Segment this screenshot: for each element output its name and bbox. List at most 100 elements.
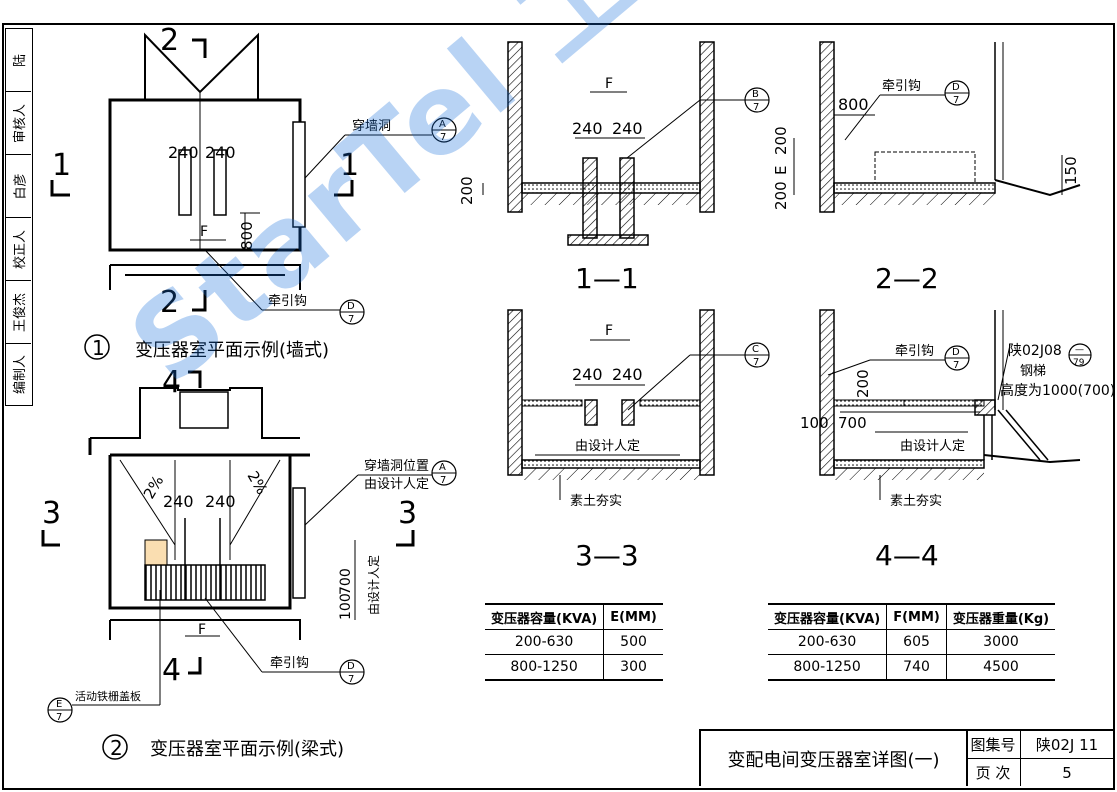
ref-bubble-plan1-hook: D 7 (339, 299, 365, 325)
plan1-title: 变压器室平面示例(墙式) (135, 340, 329, 361)
sec33-dim-f: F (605, 323, 613, 339)
plan1-section-1-left: 1 (52, 148, 71, 183)
drawing-title: 变配电间变压器室详图(一) (701, 731, 968, 786)
svg-text:7: 7 (953, 360, 959, 371)
plan2-section-4-top: 4 (162, 365, 181, 400)
plan2-label-grate: 活动铁栅盖板 (75, 689, 141, 703)
plan2-section-3-left: 3 (42, 496, 61, 531)
side-cell-checker-name: 王俊杰 (6, 281, 31, 344)
sec11-dim-240b: 240 (612, 119, 643, 138)
side-cell-reviewer: 审核人 (6, 92, 31, 155)
table-f-capacity: 变压器容量(KVA) F(MM) 变压器重量(Kg) 200-630 605 3… (768, 603, 1056, 681)
plan2-label-hole-2: 由设计人定 (364, 477, 429, 492)
plan2-slope-right: 2% (244, 468, 271, 498)
side-cell-checker: 校正人 (6, 218, 31, 281)
table-e-header: E(MM) (603, 603, 663, 630)
ref-bubble-plan2-hole: A 7 (431, 460, 457, 486)
svg-text:7: 7 (753, 357, 759, 368)
plan2-title: 变压器室平面示例(梁式) (150, 739, 344, 760)
section-1-1 (482, 41, 745, 246)
plan2-number: 2 (110, 736, 123, 760)
page-value: 5 (1062, 763, 1072, 782)
side-cell-editor: 编制人 (13, 354, 29, 394)
plan2-dim-f: F (198, 622, 206, 638)
sec11-dim-200: 200 (458, 176, 476, 205)
table-f-header: F(MM) (886, 603, 947, 630)
svg-text:A: A (439, 119, 446, 130)
side-cell-author: 陆 (6, 29, 31, 92)
title-block: 变配电间变压器室详图(一) 图集号 陕02J 11 页 次 5 (699, 729, 1113, 786)
sec22-dim-800: 800 (838, 95, 869, 114)
plan2-dim-design: 由设计人定 (366, 555, 381, 615)
plan2-label-hole-1: 穿墙洞位置 (364, 458, 429, 474)
section-3-3 (507, 309, 745, 500)
sec44-dim-design: 由设计人定 (900, 439, 965, 454)
ref-bubble-sec44: D 7 (944, 345, 970, 371)
plan1-section-1-right: 1 (340, 148, 359, 183)
table-f-cell: 3000 (945, 629, 1056, 655)
svg-text:7: 7 (753, 102, 759, 113)
sec33-dim-240b: 240 (612, 365, 643, 384)
ref-bubble-plan2-grate: E 7 (47, 697, 73, 723)
atlas-value: 陕02J 11 (1021, 731, 1113, 759)
table-f-cell: 800-1250 (768, 654, 888, 681)
plan-1-wall-type (50, 32, 432, 360)
sec22-dim-200-top: 200 (772, 126, 790, 155)
ref-bubble-sec33: C 7 (744, 342, 770, 368)
sec22-title: 2—2 (875, 262, 939, 295)
svg-text:E: E (56, 699, 62, 710)
plan2-dim-240b: 240 (205, 492, 236, 511)
table-f-cell: 605 (886, 629, 947, 655)
sec33-dim-240a: 240 (572, 365, 603, 384)
svg-text:7: 7 (440, 475, 446, 486)
plan1-section-2-top: 2 (160, 23, 179, 58)
svg-text:A: A (439, 462, 446, 473)
table-f-cell: 4500 (945, 654, 1056, 681)
svg-text:7: 7 (440, 132, 446, 143)
sec22-dim-200-bottom: 200 (772, 181, 790, 210)
sec33-title: 3—3 (575, 539, 639, 572)
ref-bubble-ladder: — 79 (1068, 343, 1092, 368)
plan1-dim-240a: 240 (168, 143, 199, 162)
sec44-dim-200: 200 (854, 369, 872, 398)
svg-text:7: 7 (348, 314, 354, 325)
sheet-frame (2, 23, 1115, 790)
sec22-dim-e: E (772, 166, 790, 175)
table-e-cell: 300 (603, 654, 663, 681)
table-f-header: 变压器容量(KVA) (768, 603, 888, 630)
plan1-section-2-bottom: 2 (160, 285, 179, 320)
section-2-2 (793, 41, 1081, 213)
sec11-dim-240a: 240 (572, 119, 603, 138)
plan1-label-hook: 牵引钩 (268, 294, 307, 309)
svg-text:7: 7 (56, 712, 62, 723)
table-f-header: 变压器重量(Kg) (945, 603, 1056, 630)
plan-2-beam-type (41, 370, 432, 760)
sec44-ladder-height: 高度为1000(700) (1000, 382, 1115, 399)
svg-text:79: 79 (1073, 358, 1085, 368)
plan2-dim-100: 100 (338, 593, 354, 620)
svg-text:—: — (1075, 345, 1084, 355)
side-cell-reviewer-name: 白彦 (6, 155, 31, 218)
sec11-title: 1—1 (575, 262, 639, 295)
ref-bubble-plan1-hole: A 7 (431, 117, 457, 143)
plan1-dim-f: F (200, 224, 208, 240)
plan2-dim-240a: 240 (163, 492, 194, 511)
side-signature-strip: 陆 审核人 白彦 校正人 王俊杰 编制人 (5, 28, 33, 406)
sec22-label-hook: 牵引钩 (882, 79, 921, 94)
plan1-dim-240b: 240 (205, 143, 236, 162)
svg-text:D: D (347, 301, 355, 312)
ref-bubble-sec11: B 7 (744, 87, 770, 113)
svg-text:D: D (952, 347, 960, 358)
sec44-soil: 素土夯实 (890, 494, 942, 509)
section-4-4 (819, 309, 1081, 500)
sec44-label-hook: 牵引钩 (895, 344, 934, 359)
page-label: 页 次 (966, 759, 1021, 786)
plan1-dim-800: 800 (238, 221, 256, 250)
sec44-ladder-code: 陕02J08 (1008, 343, 1062, 359)
table-e-cell: 800-1250 (485, 654, 605, 681)
svg-text:C: C (752, 344, 759, 355)
table-e-capacity: 变压器容量(KVA) E(MM) 200-630 500 800-1250 30… (485, 603, 663, 681)
plan2-section-4-bottom: 4 (162, 653, 181, 688)
sec33-dim-design: 由设计人定 (575, 439, 640, 454)
